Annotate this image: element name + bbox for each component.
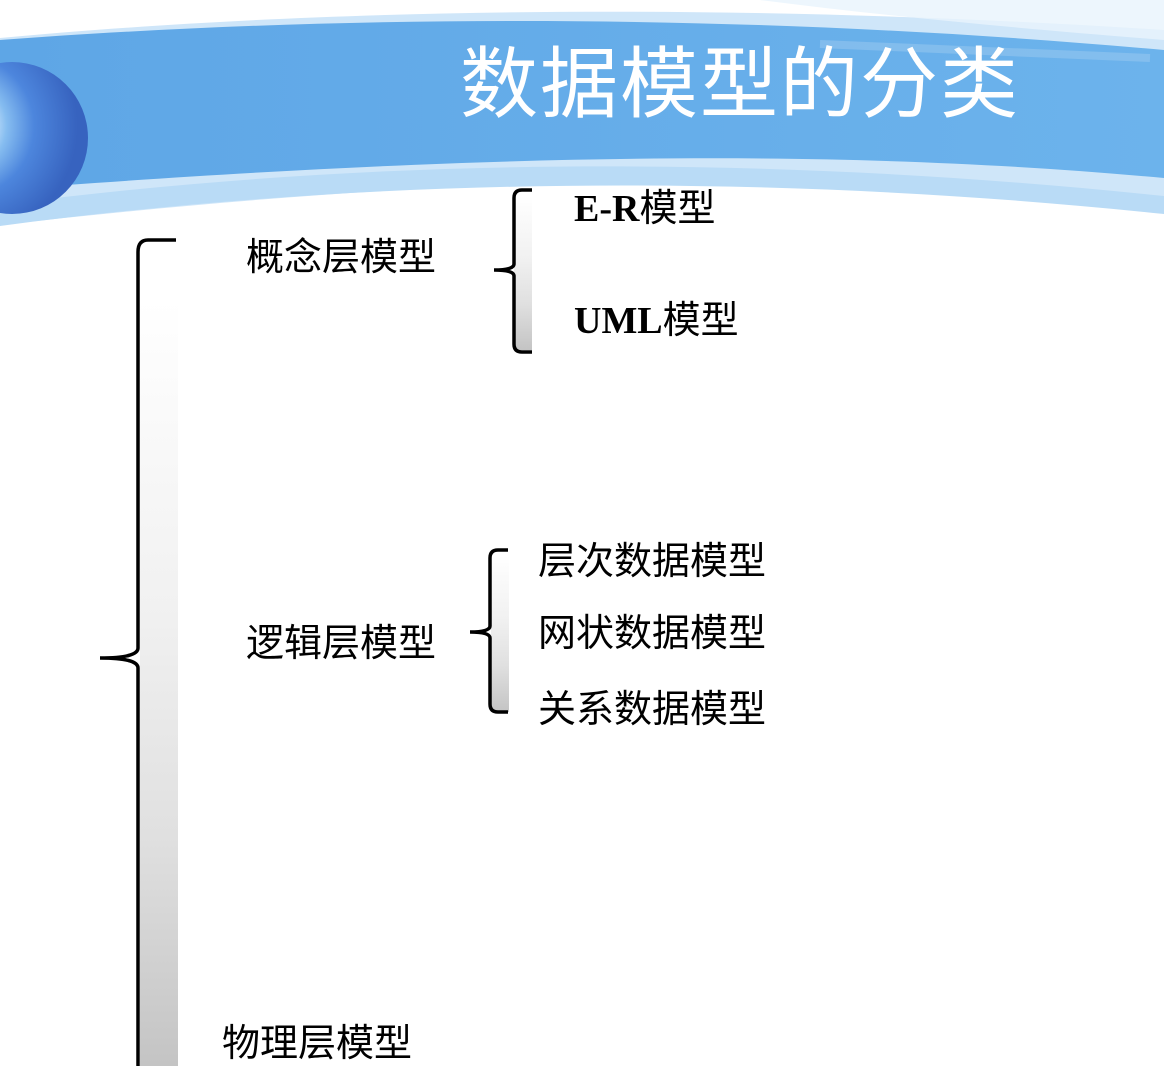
conceptual-brace bbox=[490, 186, 540, 358]
child-hierarchical-model: 层次数据模型 bbox=[538, 542, 766, 580]
page-title: 数据模型的分类 bbox=[460, 46, 1020, 124]
child-uml-model: UML模型 bbox=[574, 302, 739, 340]
main-brace bbox=[96, 236, 186, 1066]
level-label-logical: 逻辑层模型 bbox=[246, 624, 436, 662]
child-uml-prefix: UML bbox=[574, 300, 663, 342]
child-er-suffix: 模型 bbox=[639, 188, 715, 230]
logical-brace bbox=[466, 546, 516, 718]
level-label-physical: 物理层模型 bbox=[222, 1024, 412, 1062]
child-er-prefix: E-R bbox=[574, 188, 639, 230]
child-uml-suffix: 模型 bbox=[663, 300, 739, 342]
child-er-model: E-R模型 bbox=[574, 190, 715, 228]
level-label-conceptual: 概念层模型 bbox=[246, 238, 436, 276]
child-network-model: 网状数据模型 bbox=[538, 614, 766, 652]
child-relational-model: 关系数据模型 bbox=[538, 690, 766, 728]
